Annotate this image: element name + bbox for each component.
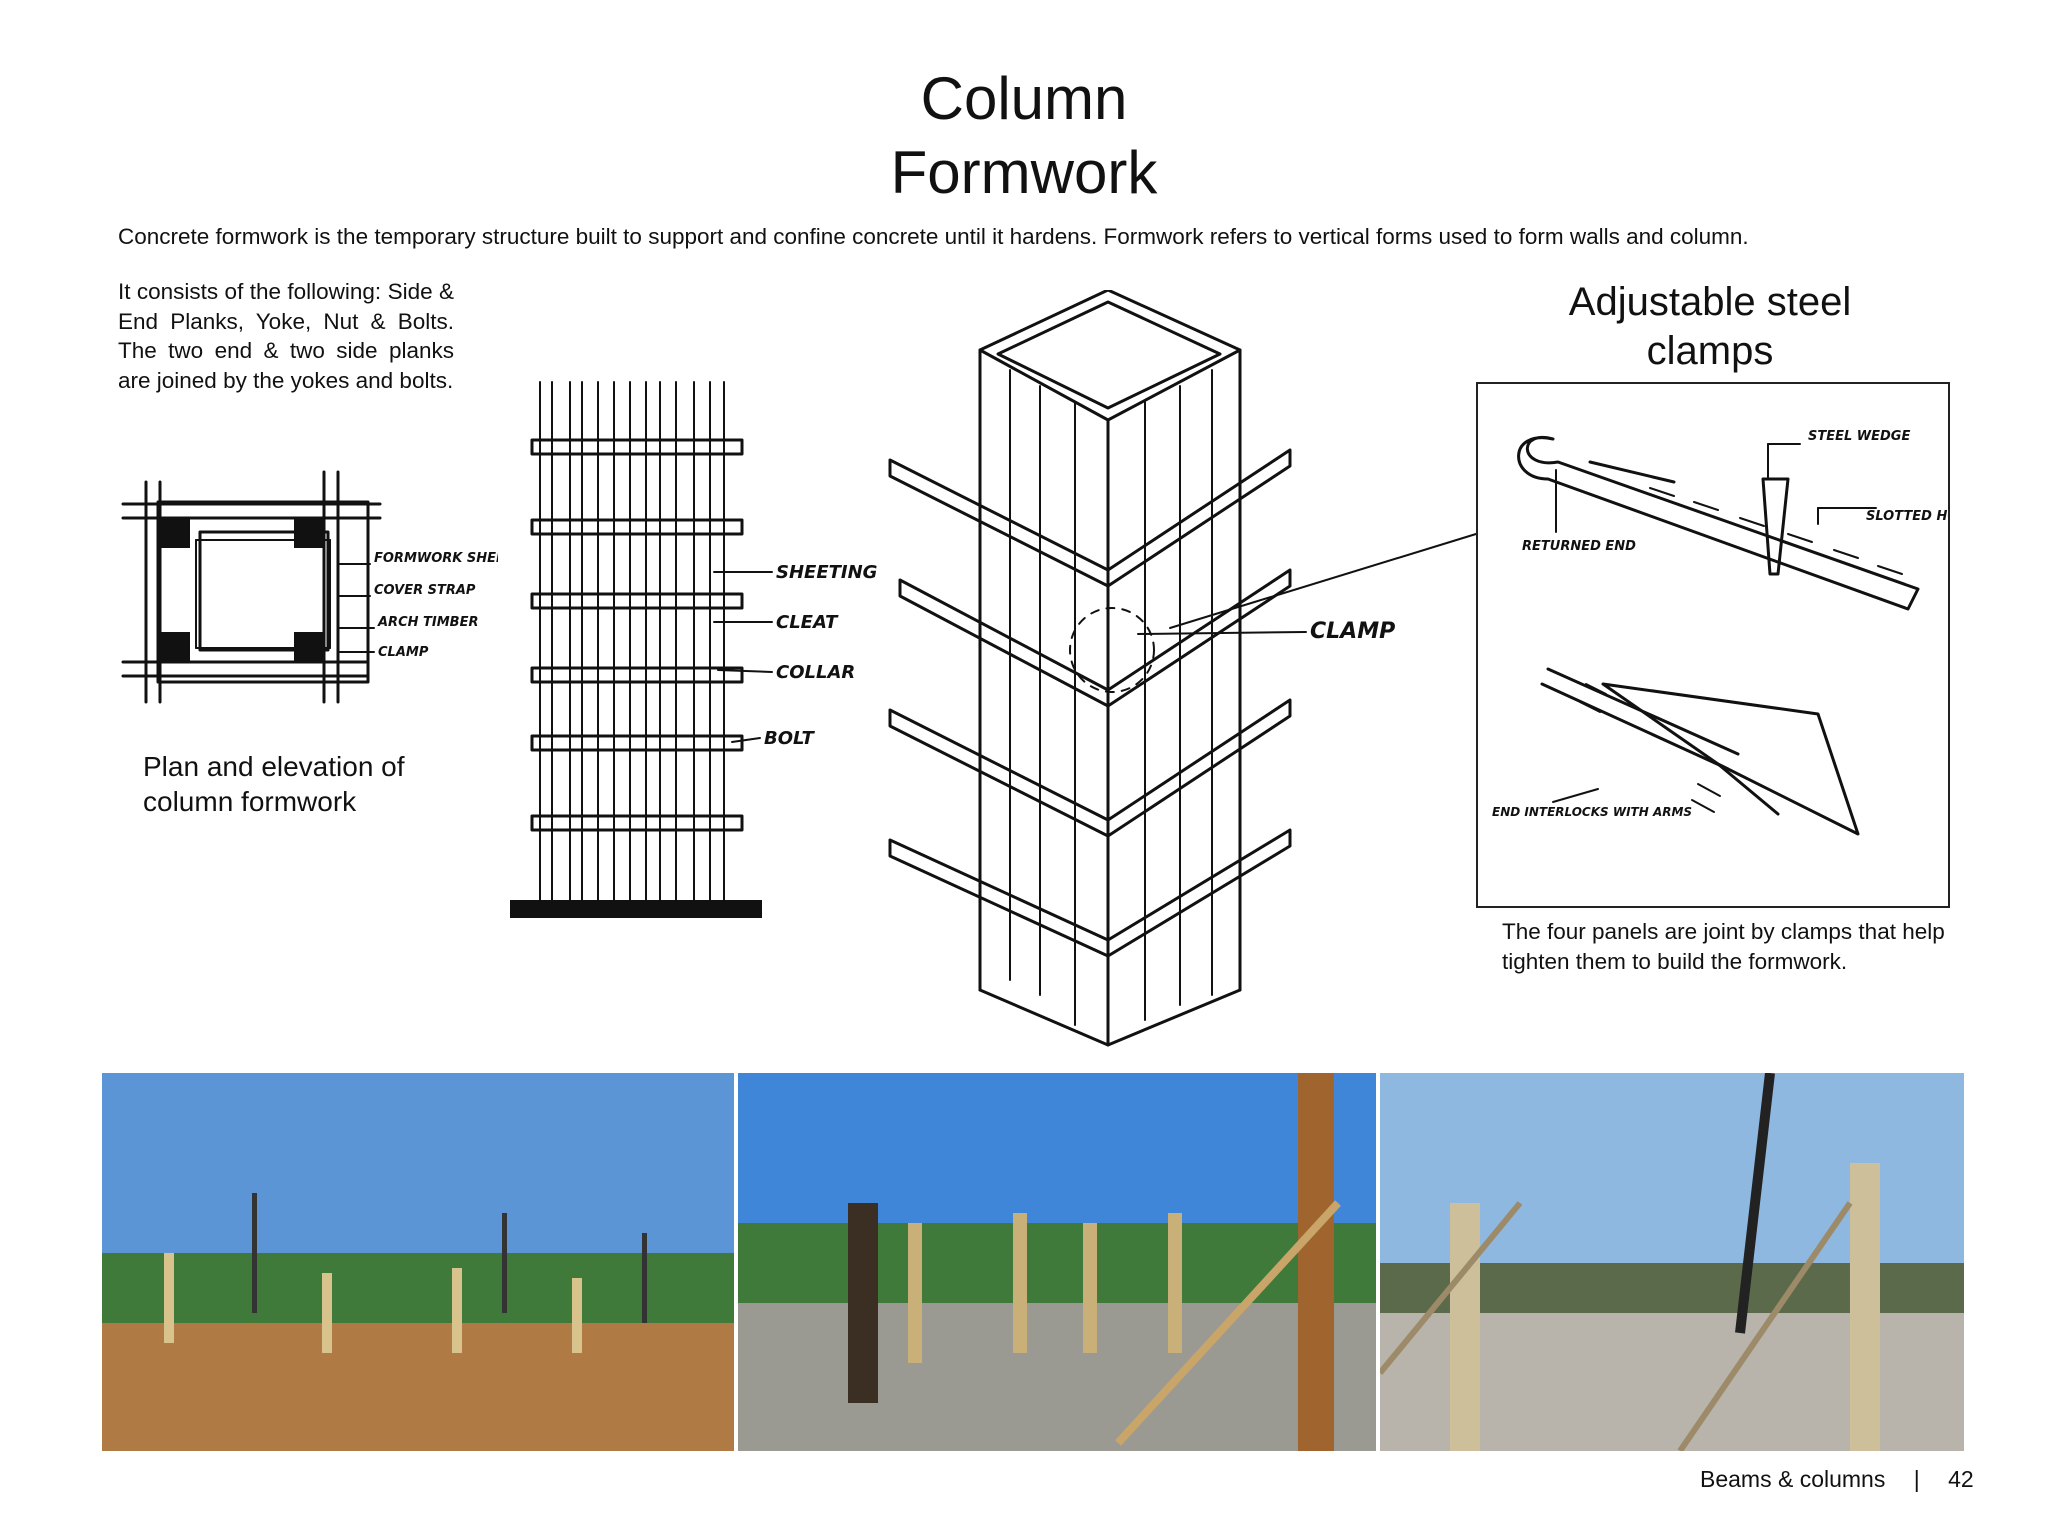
elevation-label-bolt: BOLT xyxy=(764,728,816,749)
site-photo-3 xyxy=(1380,1073,1964,1451)
elevation-label-cleat: CLEAT xyxy=(776,612,839,633)
clamp-label-steel-wedge: STEEL WEDGE xyxy=(1808,429,1910,444)
intro-paragraph: Concrete formwork is the temporary struc… xyxy=(118,224,1749,249)
title-line-1: Column xyxy=(920,65,1128,132)
site-photo-2 xyxy=(738,1073,1376,1451)
elevation-label-sheeting: SHEETING xyxy=(776,562,877,583)
clamp-label-slotted-holes: SLOTTED HOLES xyxy=(1866,509,1948,524)
elevation-label-collar: COLLAR xyxy=(776,662,855,683)
site-photo-1 xyxy=(102,1073,734,1451)
footer-page-number: 42 xyxy=(1948,1466,1974,1492)
clamps-title-line-1: Adjustable steel xyxy=(1568,280,1852,324)
footer-separator: | xyxy=(1913,1466,1920,1492)
page-footer: Beams & columns | 42 xyxy=(1700,1466,1974,1493)
plan-label-cover-strap: COVER STRAP xyxy=(374,583,476,598)
clamp-illustration-frame: STEEL WEDGE SLOTTED HOLES RETURNED END E… xyxy=(1476,382,1985,908)
clamps-title: Adjustable steel clamps xyxy=(1510,278,1910,376)
plan-caption: Plan and elevation of column formwork xyxy=(143,751,405,817)
isometric-column-sketch: CLAMP xyxy=(888,290,1477,1047)
iso-label-clamp: CLAMP xyxy=(1310,619,1395,644)
clamp-caption: The four panels are joint by clamps that… xyxy=(1502,919,1945,974)
clamp-sketch: STEEL WEDGE SLOTTED HOLES RETURNED END E… xyxy=(1492,429,1985,836)
clamp-label-end-interlocks: END INTERLOCKS WITH ARMS xyxy=(1492,805,1692,819)
plan-sketch: FORMWORK SHEETING COVER STRAP ARCH TIMBE… xyxy=(121,470,498,704)
plan-label-arch-timber: ARCH TIMBER xyxy=(377,615,478,630)
page-title: Column Formwork xyxy=(0,62,2048,210)
components-paragraph: It consists of the following: Side & End… xyxy=(118,279,454,393)
clamps-title-line-2: clamps xyxy=(1646,329,1774,373)
footer-section: Beams & columns xyxy=(1700,1466,1886,1492)
title-line-2: Formwork xyxy=(890,139,1158,206)
clamp-label-returned-end: RETURNED END xyxy=(1522,539,1636,554)
plan-label-sheeting: FORMWORK SHEETING xyxy=(374,551,498,566)
elevation-sketch: SHEETING CLEAT COLLAR BOLT xyxy=(510,381,877,918)
plan-label-clamp: CLAMP xyxy=(378,645,429,660)
